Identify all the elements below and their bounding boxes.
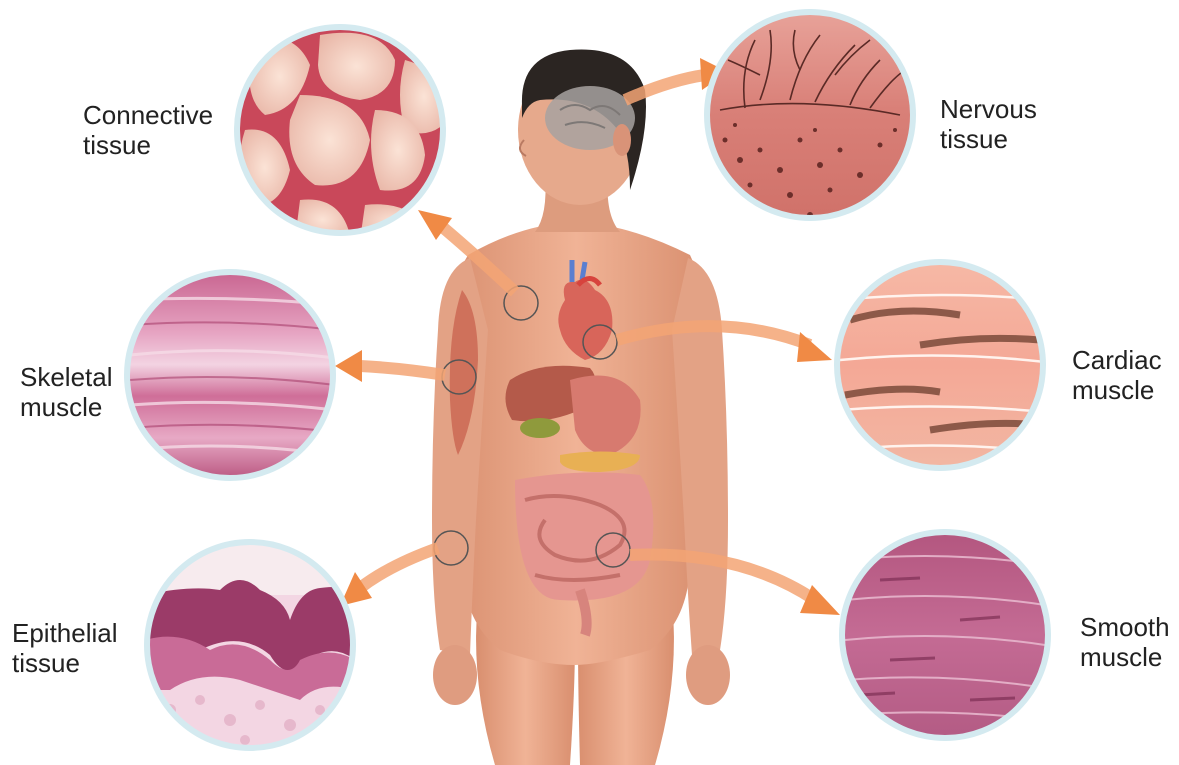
- nervous-tissue-circle: [700, 10, 920, 230]
- arrow-epithelial: [360, 548, 438, 588]
- arrowhead-skeletal: [335, 350, 362, 382]
- cardiac-muscle-circle: [835, 260, 1045, 470]
- label-smooth-muscle: Smooth muscle: [1080, 612, 1175, 672]
- label-nervous-tissue: Nervous tissue: [940, 94, 1080, 154]
- human-body: [432, 50, 730, 765]
- label-cardiac-muscle: Cardiac muscle: [1072, 345, 1172, 405]
- skeletal-muscle-circle: [125, 270, 335, 480]
- label-epithelial-tissue: Epithelial tissue: [12, 618, 132, 678]
- connective-tissue-circle: [230, 20, 450, 240]
- epithelial-tissue-circle: [145, 540, 355, 750]
- label-connective-tissue: Connective tissue: [83, 100, 233, 160]
- smooth-muscle-circle: [840, 530, 1050, 740]
- arrow-skeletal: [360, 366, 445, 375]
- label-skeletal-muscle: Skeletal muscle: [20, 362, 130, 422]
- arrowhead-cardiac: [797, 332, 832, 362]
